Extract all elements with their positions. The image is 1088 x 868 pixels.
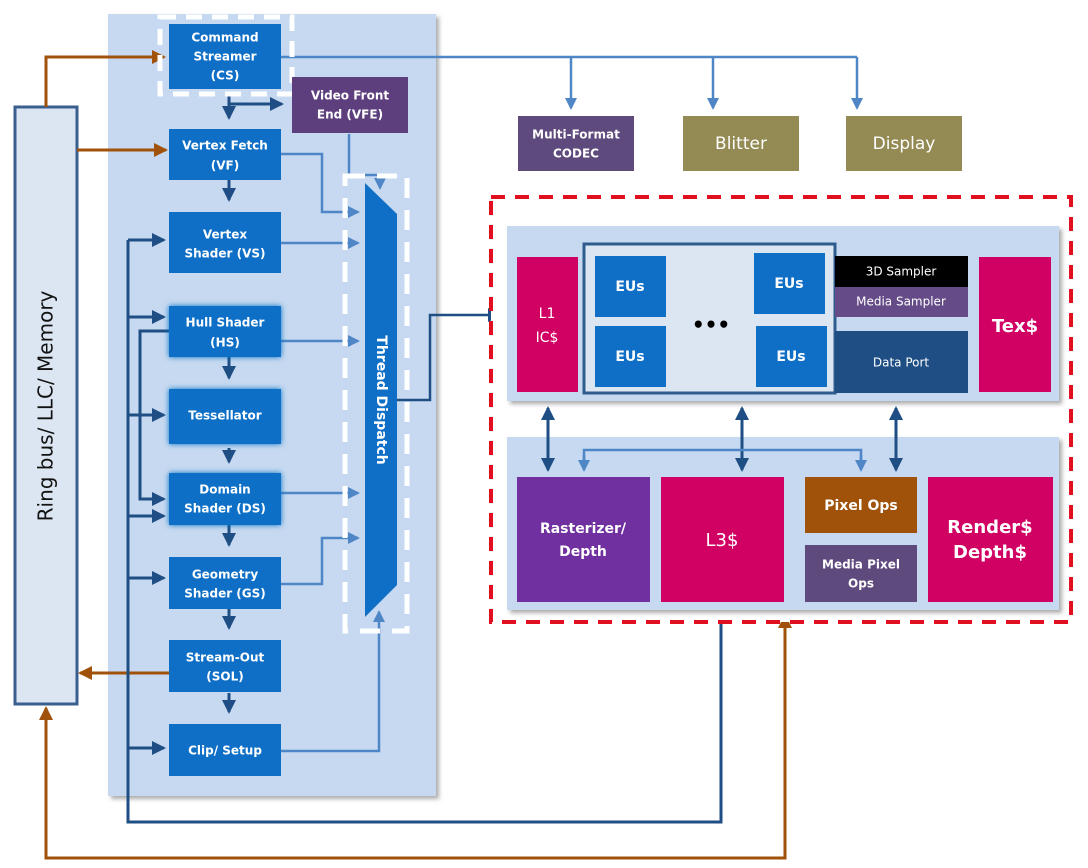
- pixel-ops-block: Pixel Ops: [805, 477, 917, 533]
- gs-label-line2: Shader (GS): [184, 587, 266, 601]
- clip-setup-block: Clip/ Setup: [169, 724, 281, 776]
- sol-label-line1: Stream-Out: [186, 651, 265, 665]
- dispatch-input-arrows: [280, 134, 386, 753]
- thread-dispatch-block: Thread Dispatch: [365, 183, 397, 617]
- l1-icache-block: L1 IC$: [517, 257, 578, 392]
- media-pixel-ops-block: Media Pixel Ops: [805, 545, 917, 602]
- command-streamer-block: Command Streamer (CS): [169, 24, 281, 89]
- cs-label-line2: Streamer: [193, 50, 256, 64]
- ellipsis-more-eus: •••: [692, 313, 730, 337]
- data-port-label: Data Port: [873, 356, 930, 370]
- ring-to-cs-arrow: [44, 50, 166, 107]
- media-sampler-label: Media Sampler: [856, 295, 946, 309]
- sampler-3d-label: 3D Sampler: [866, 265, 937, 279]
- geometry-shader-block: Geometry Shader (GS): [169, 557, 281, 609]
- rasterizer-label-line2: Depth: [559, 544, 607, 560]
- media-pixel-ops-label-line2: Ops: [848, 577, 874, 591]
- hull-shader-block: Hull Shader (HS): [169, 306, 281, 357]
- tessellator-block: Tessellator: [169, 389, 281, 444]
- vs-label-line1: Vertex: [203, 228, 248, 242]
- sol-label-line2: (SOL): [206, 670, 243, 684]
- eu-block: EUs: [595, 256, 666, 317]
- vertex-fetch-block: Vertex Fetch (VF): [169, 129, 281, 180]
- l1-label-line1: L1: [539, 306, 556, 322]
- dispatch-highlight: [342, 173, 410, 634]
- eu-label: EUs: [615, 279, 644, 295]
- tessellator-label: Tessellator: [188, 409, 261, 423]
- blitter-block: Blitter: [683, 116, 799, 171]
- ds-label-line2: Shader (DS): [184, 502, 266, 516]
- dispatch-to-slice-arrow: [397, 308, 502, 402]
- vf-label-line1: Vertex Fetch: [182, 139, 268, 153]
- vs-label-line2: Shader (VS): [184, 247, 265, 261]
- pixel-ops-label: Pixel Ops: [824, 498, 898, 514]
- render-cache-label: Render$: [947, 517, 1032, 538]
- codec-block: Multi-Format CODEC: [518, 116, 634, 171]
- hs-label-line1: Hull Shader: [186, 316, 265, 330]
- media-sampler-block: Media Sampler: [835, 287, 968, 317]
- l3-cache-block: L3$: [661, 477, 784, 602]
- l3-cache-label: L3$: [706, 530, 739, 551]
- vfe-label-line1: Video Front: [311, 89, 389, 103]
- cs-label-line3: (CS): [211, 69, 240, 83]
- media-pixel-ops-label-line1: Media Pixel: [822, 558, 900, 572]
- sampler-3d-block: 3D Sampler: [835, 256, 968, 287]
- ds-label-line1: Domain: [199, 483, 250, 497]
- thread-dispatch-label: Thread Dispatch: [373, 335, 389, 464]
- clip-setup-label: Clip/ Setup: [188, 744, 262, 758]
- rasterizer-block: Rasterizer/ Depth: [517, 477, 650, 602]
- eu-label: EUs: [615, 349, 644, 365]
- memory-arrows: [39, 50, 792, 860]
- video-front-end-block: Video Front End (VFE): [292, 77, 408, 133]
- domain-shader-block: Domain Shader (DS): [169, 473, 281, 525]
- render-depth-cache-block: Render$ Depth$: [928, 477, 1053, 602]
- vfe-label-line2: End (VFE): [317, 108, 383, 122]
- vertex-shader-block: Vertex Shader (VS): [169, 212, 281, 273]
- eu-block: EUs: [595, 326, 666, 387]
- data-port-block: Data Port: [835, 331, 968, 393]
- tex-cache-label: Tex$: [992, 316, 1038, 337]
- pipeline-flow-arrows: [222, 96, 284, 714]
- eu-block: EUs: [754, 253, 825, 314]
- stream-out-block: Stream-Out (SOL): [169, 640, 281, 692]
- ring-bus-label: Ring bus/ LLC/ Memory: [34, 290, 58, 521]
- display-block: Display: [846, 116, 962, 171]
- cs-highlight: [157, 14, 295, 97]
- gs-label-line1: Geometry: [192, 568, 259, 582]
- cs-fixed-function-bus: [280, 55, 863, 110]
- ring-bus-block: Ring bus/ LLC/ Memory: [13, 105, 79, 706]
- eu-label: EUs: [774, 276, 803, 292]
- interconnect-arrows: [541, 406, 903, 472]
- display-label: Display: [873, 134, 936, 154]
- tex-cache-block: Tex$: [979, 257, 1051, 392]
- rasterizer-label-line1: Rasterizer/: [540, 521, 627, 537]
- codec-label-line2: CODEC: [553, 147, 599, 161]
- rasterizer-pixel-ops-link: [578, 448, 867, 472]
- cs-label-line1: Command: [191, 31, 258, 45]
- vf-label-line2: (VF): [211, 159, 239, 173]
- l1-label-line2: IC$: [536, 330, 559, 346]
- pipeline-feedback-bus: [126, 233, 723, 824]
- blitter-label: Blitter: [715, 134, 767, 154]
- hs-label-line2: (HS): [210, 336, 240, 350]
- eu-label: EUs: [776, 349, 805, 365]
- eu-block: EUs: [756, 326, 827, 387]
- eu-array: EUs EUs EUs EUs •••: [582, 242, 837, 395]
- codec-label-line1: Multi-Format: [532, 128, 620, 142]
- depth-cache-label: Depth$: [953, 542, 1027, 563]
